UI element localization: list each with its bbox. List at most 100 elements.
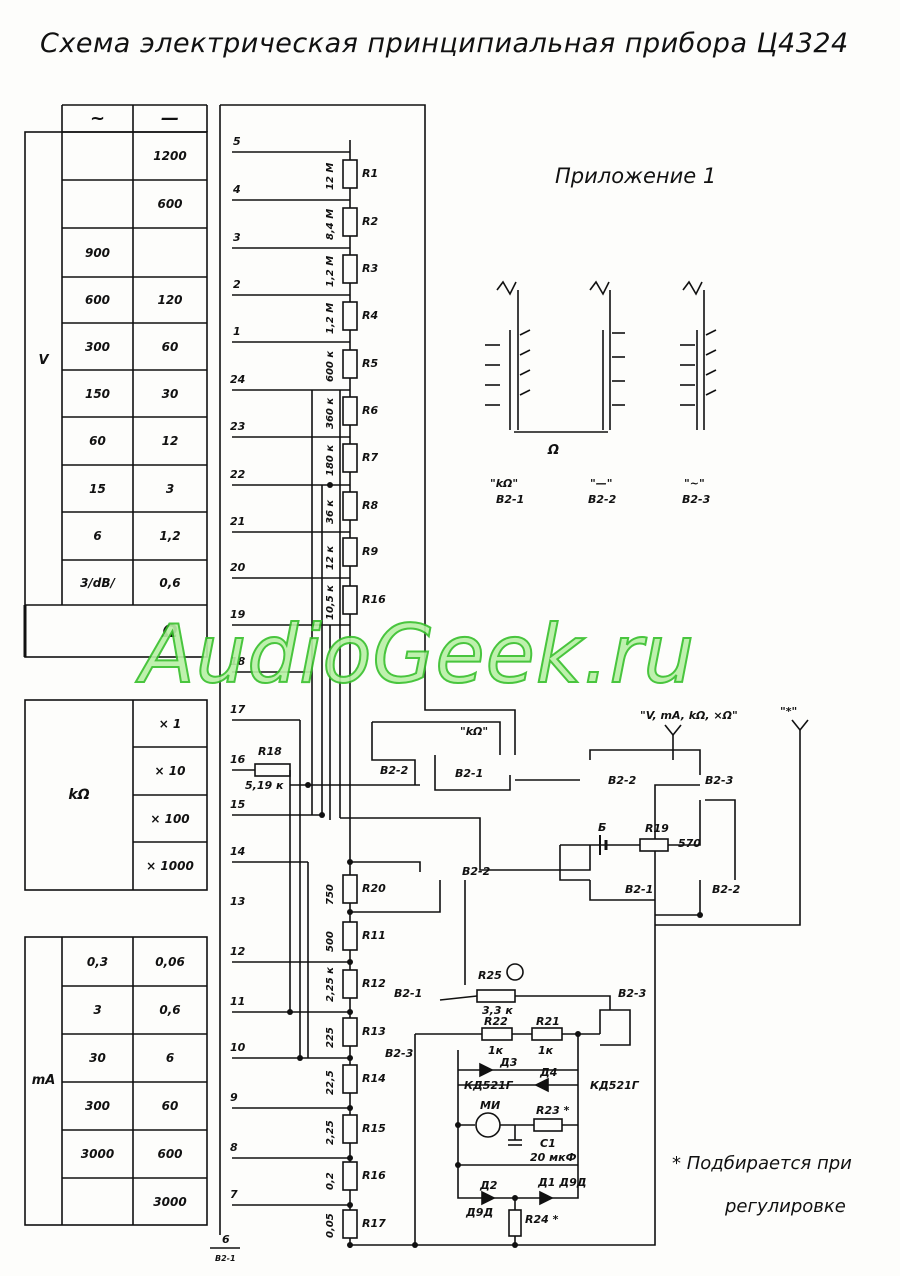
volt-ac-cell: 15 (89, 481, 106, 496)
resistor-value: 36 к (325, 499, 336, 524)
resistor-value: 180 к (325, 444, 336, 476)
ma-cell: 0,06 (155, 954, 185, 969)
switch-b21-label: B2-1 (496, 493, 525, 506)
b21-foot-label: B2-1 (215, 1254, 236, 1263)
r25-label: R25 (478, 969, 502, 982)
resistor-name: R2 (362, 215, 379, 228)
resistor-value: 8,4 М (325, 208, 336, 240)
meter-label: МИ (480, 1099, 501, 1112)
d2-label: Д2 (480, 1179, 498, 1192)
ma-cell: 6 (165, 1051, 175, 1065)
switch-omega-label: Ω (548, 443, 560, 458)
watermark: AudioGeek.ru (139, 608, 696, 701)
terminal-label: 14 (230, 845, 246, 858)
upper-kohm-label: "kΩ" (460, 725, 489, 738)
r21-value: 1к (538, 1044, 554, 1057)
mid-b22-label: B2-2 (462, 865, 491, 878)
ma-unit: mA (31, 1072, 56, 1088)
volt-dc-cell: 1200 (153, 149, 187, 163)
ma-cell: 3 (93, 1003, 102, 1017)
terminal-label: 16 (230, 753, 246, 766)
terminal-label: 9 (230, 1091, 238, 1104)
lower-b21-label: B2-1 (625, 883, 654, 896)
terminal-label: 20 (230, 561, 246, 574)
resistor-value: 750 (325, 884, 336, 905)
resistor-value: 0,05 (325, 1213, 336, 1238)
terminal-label: 22 (230, 468, 246, 481)
terminal-label: 12 (230, 945, 246, 958)
ma-cell: 0,6 (159, 1003, 181, 1017)
r18-name: R18 (258, 745, 282, 758)
resistor-value: 225 (325, 1027, 336, 1048)
terminal-label: 13 (230, 895, 246, 908)
volt-dc-cell: 12 (161, 434, 179, 448)
appendix-label: Приложение 1 (555, 164, 717, 188)
r22-value: 1к (488, 1044, 504, 1057)
r21-label: R21 (536, 1015, 560, 1028)
ma-cell: 600 (157, 1147, 183, 1161)
volt-ac-cell: 900 (84, 245, 111, 260)
d1-label: Д1 Д9Д (538, 1176, 587, 1189)
r22-label: R22 (484, 1015, 508, 1028)
resistor-value: 1,2 М (325, 302, 336, 334)
ma-cell: 3000 (153, 1194, 187, 1209)
resistor-name: R17 (362, 1217, 386, 1230)
resistor-name: R1 (362, 167, 379, 180)
resistor-name: R16 (362, 593, 386, 606)
r19-label: R19 (645, 822, 669, 835)
volt-unit: V (38, 352, 49, 368)
terminal-label: 1 (233, 325, 241, 338)
switch-kohm-label: "kΩ" (490, 477, 519, 490)
terminal-label: 21 (230, 515, 246, 528)
lower-b22-label: B2-2 (712, 883, 741, 896)
resistor-value: 12 М (325, 162, 336, 190)
resistor-value: 2,25 (325, 1120, 336, 1145)
kohm-multiplier: × 100 (150, 811, 190, 826)
common-terminal-label: "*" (780, 705, 798, 718)
r13-b23-label: B2-3 (385, 1047, 414, 1060)
volt-dc-cell: 1,2 (159, 529, 181, 543)
resistor-value: 2,25 к (325, 967, 336, 1002)
volt-dc-cell: 3 (165, 481, 175, 496)
c1-label: С1 (540, 1137, 556, 1150)
r19-value: 570 (678, 837, 701, 850)
kohm-multiplier: × 1000 (146, 859, 194, 873)
meter-b23-label: B2-3 (618, 987, 647, 1000)
switch-b23-label: B2-3 (682, 493, 711, 506)
note-line-1: * Подбирается при (672, 1153, 852, 1174)
resistor-name: R12 (362, 977, 386, 990)
terminal-label: 5 (233, 135, 241, 148)
note-line-2: регулировке (725, 1196, 846, 1217)
terminal-label: 3 (233, 231, 241, 244)
terminal-label: 18 (230, 655, 246, 668)
volt-dc-cell: 120 (157, 293, 183, 307)
volt-ac-cell (62, 180, 133, 228)
volt-dc-cell: 30 (161, 386, 179, 401)
upper-b22-label: B2-2 (380, 764, 409, 777)
kohm-multiplier: × 10 (154, 764, 186, 778)
resistor-value: 22,5 (325, 1070, 336, 1095)
volt-ac-cell: 6 (93, 529, 102, 543)
terminal-label: 2 (233, 278, 241, 291)
terminal-label: 17 (230, 703, 246, 716)
kohm-multiplier: × 1 (158, 716, 182, 731)
terminal-label: 8 (230, 1141, 238, 1154)
volt-dc-cell: 60 (161, 339, 179, 354)
terminal-label: 4 (233, 183, 241, 196)
upper-b21-label: B2-1 (455, 767, 484, 780)
battery-label: Б (598, 821, 607, 834)
resistor-name: R7 (362, 451, 379, 464)
terminal-label: 24 (230, 373, 246, 386)
r18-value: 5,19 к (245, 779, 284, 792)
d4-type: КД521Г (590, 1079, 639, 1092)
terminal-label: 11 (230, 995, 246, 1008)
resistor-value: 500 (325, 931, 336, 952)
resistor-name: R5 (362, 357, 379, 370)
resistor-name: R14 (362, 1072, 386, 1085)
resistor-name: R11 (362, 929, 386, 942)
volt-ac-cell: 3/dB/ (80, 575, 115, 590)
c1-value: 20 мкФ (530, 1151, 577, 1164)
input-terminal-label: "V, mA, kΩ, ×Ω" (640, 709, 738, 722)
